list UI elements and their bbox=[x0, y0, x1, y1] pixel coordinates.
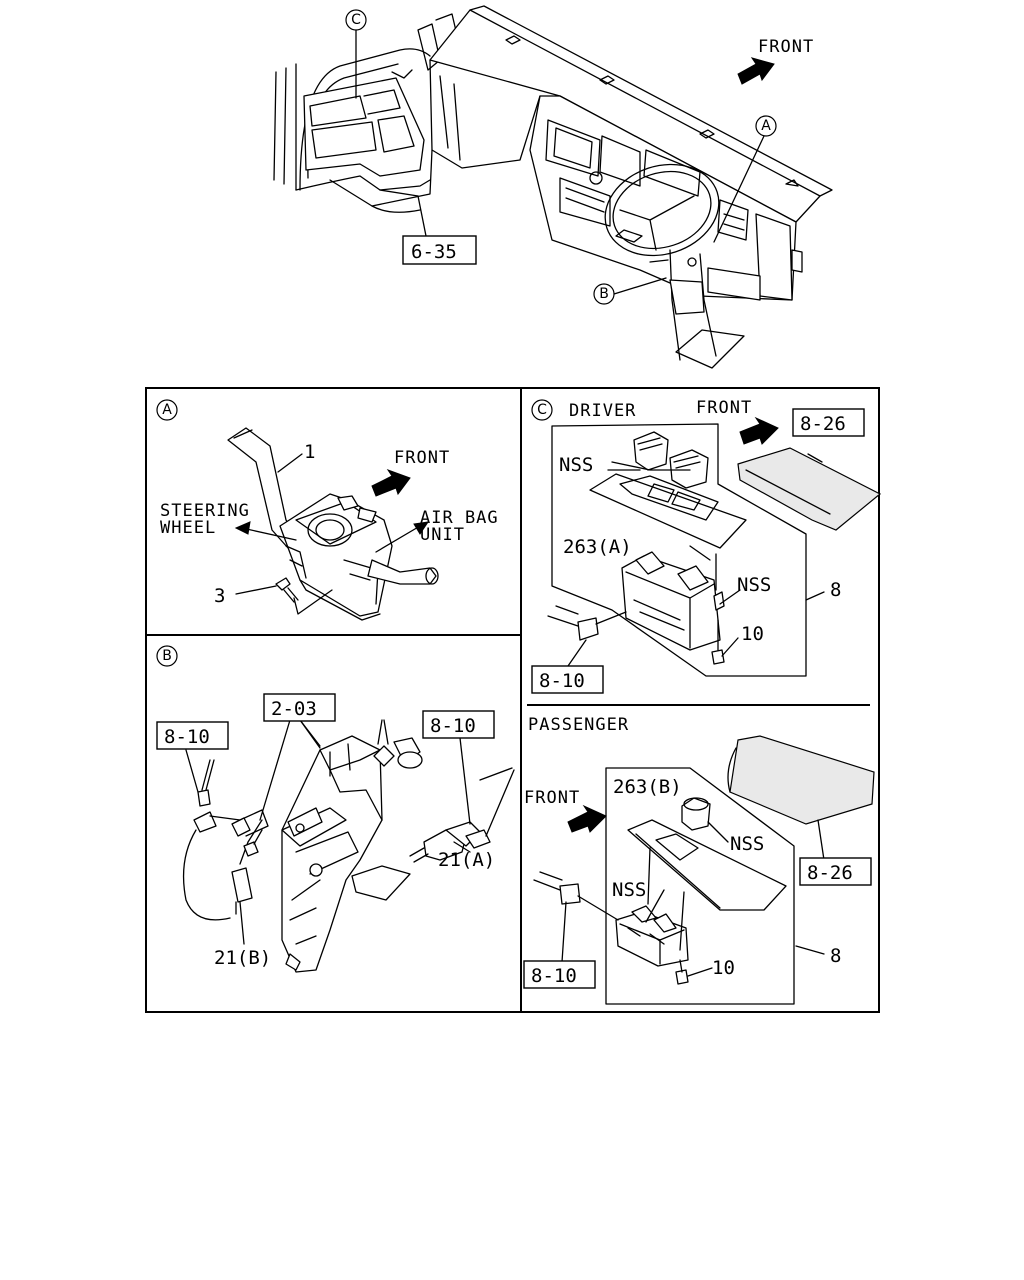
part-3-label: 3 bbox=[214, 585, 225, 607]
callout-a-circle[interactable] bbox=[755, 115, 777, 137]
callout-c-letter: C bbox=[351, 12, 361, 28]
panel-b-ref-box-center[interactable] bbox=[263, 693, 336, 722]
driver-ref-box-top-text: 8-26 bbox=[800, 413, 846, 435]
pedal-bracket-drawing bbox=[182, 719, 515, 973]
driver-part-10-label: 10 bbox=[741, 623, 764, 645]
driver-title: DRIVER bbox=[569, 401, 636, 421]
panel-c-marker bbox=[531, 399, 553, 421]
overview-ref-box[interactable] bbox=[402, 235, 477, 265]
driver-switch-drawing bbox=[547, 416, 882, 677]
passenger-front-label: FRONT bbox=[524, 788, 580, 808]
passenger-part-8-label: 8 bbox=[830, 945, 841, 967]
panel-b-ref-box-left[interactable] bbox=[156, 721, 229, 750]
panel-a-front-label: FRONT bbox=[394, 448, 450, 468]
overview-dashboard-drawing bbox=[273, 5, 833, 369]
overview-front-label: FRONT bbox=[758, 37, 814, 57]
panel-a-marker bbox=[156, 399, 178, 421]
detail-frame bbox=[145, 387, 880, 1013]
passenger-ref-box-right-text: 8-26 bbox=[807, 862, 853, 884]
part-21b-label: 21(B) bbox=[214, 947, 271, 969]
passenger-part-10-label: 10 bbox=[712, 957, 735, 979]
passenger-ref-box-bottom[interactable] bbox=[523, 960, 596, 989]
callout-b-letter: B bbox=[599, 286, 609, 302]
part-263a-label: 263(A) bbox=[563, 536, 632, 558]
panel-c-marker-letter: C bbox=[537, 402, 547, 418]
passenger-nss-left-label: NSS bbox=[612, 879, 646, 901]
driver-part-8-label: 8 bbox=[830, 579, 841, 601]
part-1-label: 1 bbox=[304, 441, 315, 463]
passenger-title: PASSENGER bbox=[528, 715, 629, 735]
steering-wheel-label-1: STEERING bbox=[160, 501, 250, 521]
panel-b-ref-box-right[interactable] bbox=[422, 710, 495, 739]
driver-front-label: FRONT bbox=[696, 398, 752, 418]
part-21a-label: 21(A) bbox=[438, 849, 495, 871]
passenger-ref-box-right[interactable] bbox=[799, 857, 872, 886]
panel-b-marker bbox=[156, 645, 178, 667]
driver-ref-box-bottom[interactable] bbox=[531, 665, 604, 694]
passenger-switch-drawing bbox=[533, 735, 875, 1005]
overview-ref-box-text: 6-35 bbox=[411, 241, 457, 263]
panel-b-marker-letter: B bbox=[162, 648, 172, 664]
callout-b-circle[interactable] bbox=[593, 283, 615, 305]
passenger-ref-box-bottom-text: 8-10 bbox=[531, 965, 577, 987]
part-263b-label: 263(B) bbox=[613, 776, 682, 798]
air-bag-label-1: AIR BAG bbox=[420, 508, 499, 528]
steering-wheel-label-2: WHEEL bbox=[160, 518, 216, 538]
callout-c-circle[interactable] bbox=[345, 9, 367, 31]
panel-a-marker-letter: A bbox=[162, 402, 172, 418]
panel-b-ref-box-left-text: 8-10 bbox=[164, 726, 210, 748]
driver-nss-right-label: NSS bbox=[737, 574, 771, 596]
driver-ref-box-bottom-text: 8-10 bbox=[539, 670, 585, 692]
panel-b-ref-box-right-text: 8-10 bbox=[430, 715, 476, 737]
combination-switch-drawing bbox=[227, 427, 439, 621]
air-bag-label-2: UNIT bbox=[420, 525, 465, 545]
passenger-nss-right-label: NSS bbox=[730, 833, 764, 855]
driver-ref-box-top[interactable] bbox=[792, 408, 865, 437]
driver-nss-top-label: NSS bbox=[559, 454, 593, 476]
panel-b-ref-box-center-text: 2-03 bbox=[271, 698, 317, 720]
callout-a-letter: A bbox=[761, 118, 771, 134]
